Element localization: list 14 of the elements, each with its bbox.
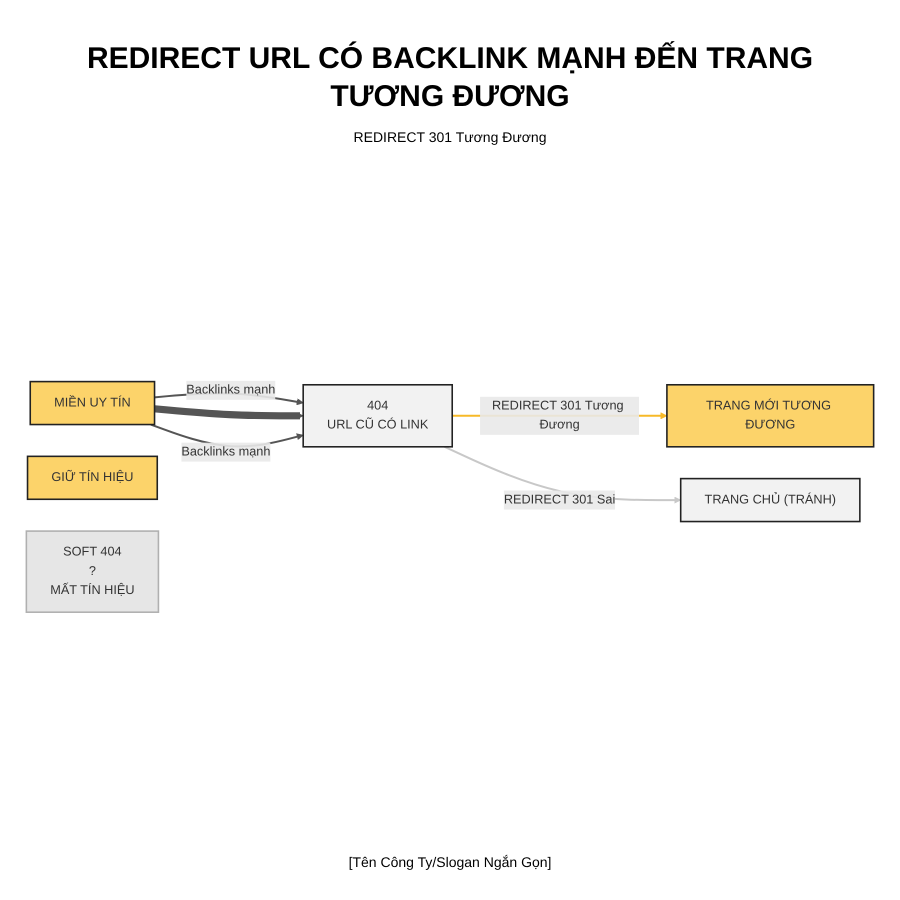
node-box: TRANG CHỦ (TRÁNH) (680, 478, 861, 522)
title: REDIRECT URL CÓ BACKLINK MẠNH ĐẾN TRANG TƯƠNG ĐƯƠNG (86, 40, 814, 114)
node-box: 404 URL CŨ CÓ LINK (302, 384, 454, 448)
caption: [Tên Công Ty/Slogan Ngắn Gọn] (348, 854, 552, 870)
edge-label: Backlinks mạnh (181, 444, 270, 459)
edge-label: REDIRECT 301 Tương Đương (492, 399, 624, 432)
node-box: TRANG MỚI TƯƠNG ĐƯƠNG (666, 384, 874, 448)
edge-label: REDIRECT 301 Sai (504, 492, 616, 506)
node-box: GIỮ TÍN HIỆU (26, 456, 158, 500)
node-box: SOFT 404 ? MẤT TÍN HIỆU (26, 530, 160, 613)
node-box: MIỀN UY TÍN (29, 380, 156, 426)
note-label: REDIRECT 301 Tương Đương (354, 129, 546, 145)
arrow (154, 405, 304, 420)
edge-label: Backlinks mạnh (186, 383, 276, 397)
